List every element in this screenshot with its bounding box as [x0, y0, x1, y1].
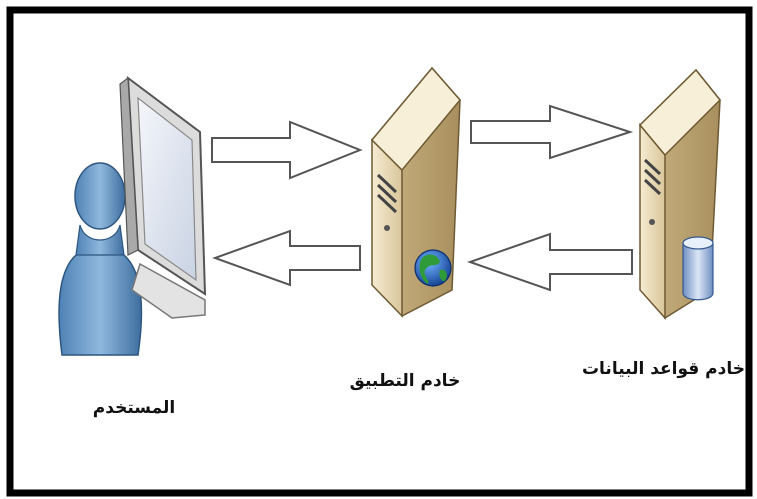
arrow-user-to-app	[211, 120, 363, 180]
arrow-app-to-user	[212, 229, 361, 287]
monitor-icon	[119, 75, 207, 319]
arrow-app-to-db	[470, 104, 634, 160]
db-server-label: خادم قواعد البيانات	[581, 359, 745, 379]
app-server-icon	[370, 66, 461, 318]
user-label: المستخدم	[92, 398, 176, 418]
globe-icon	[414, 249, 452, 287]
database-icon	[682, 236, 714, 301]
user-icon	[58, 162, 143, 356]
arrow-db-to-app	[466, 232, 633, 292]
db-server-icon	[638, 68, 722, 320]
app-server-label: خادم التطبيق	[349, 371, 461, 391]
